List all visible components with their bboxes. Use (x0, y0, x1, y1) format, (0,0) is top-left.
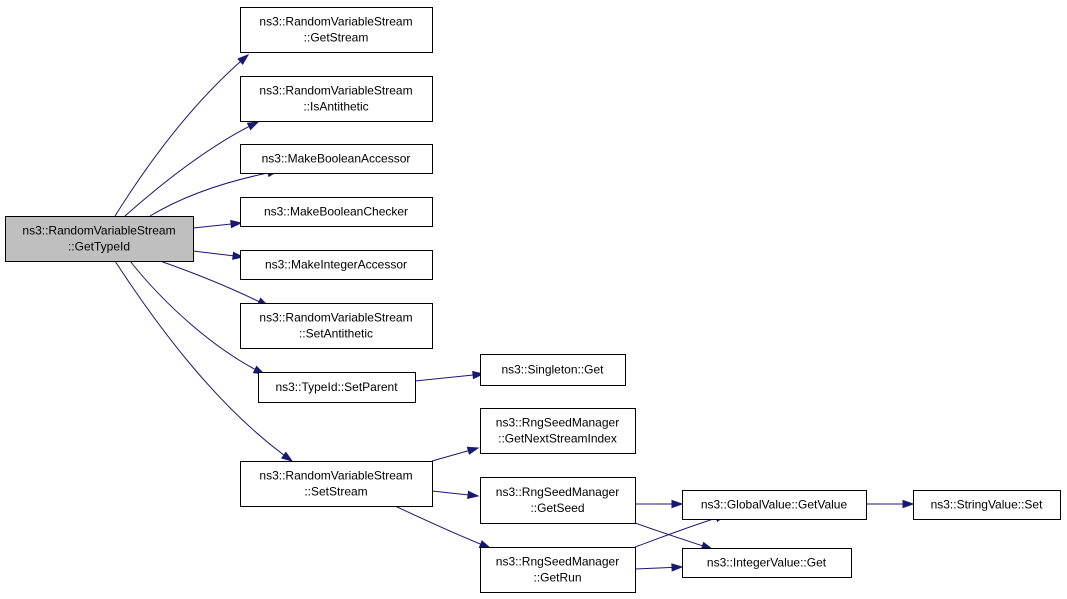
node-box (240, 461, 433, 507)
edge-root-to-makeboolchk (192, 219, 243, 229)
node-label-line: ::GetTypeId (68, 240, 130, 254)
edge-arrowhead (467, 490, 480, 500)
node-box (5, 216, 194, 262)
edge-line (114, 260, 293, 462)
node-stringvalueset[interactable]: ns3::StringValue::Set (913, 490, 1061, 520)
node-label-line: ns3::TypeId::SetParent (275, 380, 398, 394)
node-getnextstream[interactable]: ns3::RngSeedManager::GetNextStreamIndex (480, 408, 636, 454)
node-label-line: ns3::MakeBooleanAccessor (262, 152, 411, 166)
edge-line (129, 260, 265, 375)
node-box (682, 490, 867, 520)
node-box (240, 7, 433, 53)
node-globalgetvalue[interactable]: ns3::GlobalValue::GetValue (682, 490, 867, 520)
node-makeintacc[interactable]: ns3::MakeIntegerAccessor (240, 250, 433, 280)
node-box (240, 197, 433, 227)
node-box (240, 250, 433, 280)
node-label-line: ns3::RandomVariableStream (22, 224, 175, 238)
edge-arrowhead (466, 446, 480, 455)
edge-setparent-to-singletonget (414, 370, 485, 382)
node-label-line: ::GetNextStreamIndex (498, 432, 617, 446)
node-label-line: ns3::RngSeedManager (496, 485, 619, 499)
node-label-line: ns3::StringValue::Set (931, 498, 1044, 512)
node-makeboolchk[interactable]: ns3::MakeBooleanChecker (240, 197, 433, 227)
node-label-line: ns3::MakeIntegerAccessor (265, 258, 407, 272)
edge-root-to-setstream (114, 260, 294, 462)
node-setantithetic[interactable]: ns3::RandomVariableStream::SetAntithetic (240, 303, 433, 349)
node-box (480, 477, 636, 524)
edge-root-to-getstream (114, 54, 250, 217)
node-label-line: ns3::RandomVariableStream (259, 311, 412, 325)
node-box (682, 548, 852, 578)
edge-root-to-isantithetic (124, 121, 260, 217)
node-label-line: ns3::RandomVariableStream (259, 469, 412, 483)
edge-arrowhead (230, 219, 243, 229)
node-label-line: ns3::IntegerValue::Get (707, 556, 827, 570)
node-intvalueget[interactable]: ns3::IntegerValue::Get (682, 548, 852, 578)
node-getstream[interactable]: ns3::RandomVariableStream::GetStream (240, 7, 433, 53)
nodes-layer: ns3::RandomVariableStream::GetTypeIdns3:… (5, 7, 1061, 593)
node-isantithetic[interactable]: ns3::RandomVariableStream::IsAntithetic (240, 76, 433, 122)
edge-arrowhead (902, 499, 915, 509)
node-label-line: ::GetSeed (530, 501, 584, 515)
node-label-line: ns3::GlobalValue::GetValue (701, 498, 848, 512)
node-box (240, 144, 433, 174)
edge-arrowhead (237, 54, 250, 66)
node-label-line: ::SetAntithetic (299, 327, 373, 341)
edge-getseed-to-intvalueget (634, 522, 714, 550)
node-label-line: ns3::RandomVariableStream (259, 84, 412, 98)
node-box (240, 76, 433, 122)
node-label-line: ::IsAntithetic (303, 100, 368, 114)
edge-setstream-to-getnextstream (431, 446, 480, 462)
edge-line (124, 121, 259, 217)
node-root[interactable]: ns3::RandomVariableStream::GetTypeId (5, 216, 194, 262)
node-label-line: ns3::RandomVariableStream (259, 15, 412, 29)
node-label-line: ns3::RngSeedManager (496, 416, 619, 430)
node-box (258, 372, 416, 403)
edge-line (414, 373, 484, 382)
node-label-line: ::GetRun (533, 571, 581, 585)
node-singletonget[interactable]: ns3::Singleton::Get (480, 354, 626, 386)
node-box (913, 490, 1061, 520)
edge-arrowhead (281, 451, 294, 462)
node-label-line: ns3::RngSeedManager (496, 555, 619, 569)
node-getseed[interactable]: ns3::RngSeedManager::GetSeed (480, 477, 636, 524)
edge-getrun-to-intvalueget (634, 563, 684, 572)
node-makeboolacc[interactable]: ns3::MakeBooleanAccessor (240, 144, 433, 174)
edge-line (634, 522, 713, 550)
node-getrun[interactable]: ns3::RngSeedManager::GetRun (480, 547, 636, 593)
edge-arrowhead (671, 499, 684, 509)
edge-root-to-makeintacc (192, 250, 245, 260)
edge-getseed-to-globalgetvalue (635, 499, 684, 509)
node-setstream[interactable]: ns3::RandomVariableStream::SetStream (240, 461, 433, 507)
node-label-line: ns3::Singleton::Get (501, 363, 604, 377)
node-box (240, 303, 433, 349)
edge-arrowhead (671, 563, 684, 572)
node-label-line: ns3::MakeBooleanChecker (264, 205, 408, 219)
node-label-line: ::GetStream (304, 31, 369, 45)
edge-line (114, 54, 249, 217)
node-box (480, 408, 636, 454)
node-box (480, 547, 636, 593)
edge-setstream-to-getseed (431, 490, 480, 500)
edge-line (149, 170, 279, 217)
edge-globalgetvalue-to-stringvalueset (866, 499, 915, 509)
edge-arrowhead (246, 121, 260, 131)
edge-arrowhead (478, 540, 492, 549)
node-box (480, 354, 626, 386)
edge-arrowhead (472, 370, 485, 380)
node-label-line: ::SetStream (304, 485, 367, 499)
edge-line (394, 505, 491, 549)
node-setparent[interactable]: ns3::TypeId::SetParent (258, 372, 416, 403)
edge-setstream-to-getrun (394, 505, 492, 549)
